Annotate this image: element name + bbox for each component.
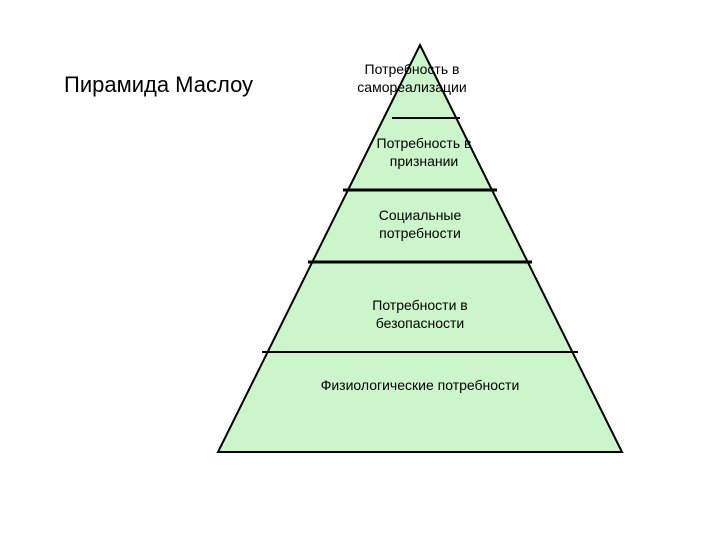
level-label-line: потребности — [379, 225, 461, 241]
level-social: Социальные потребности — [379, 206, 462, 242]
level-label-line: признании — [389, 153, 459, 169]
level-label-line: Социальные — [378, 207, 462, 223]
level-physiological: Физиологические потребности — [321, 376, 520, 394]
level-safety: Потребности в безопасности — [372, 296, 467, 332]
pyramid-body — [216, 42, 624, 453]
level-label-line: Потребности в — [372, 297, 468, 313]
level-esteem: Потребность в признании — [377, 134, 472, 170]
level-label-line: Потребность в — [364, 61, 460, 77]
level-label-line: Физиологические потребности — [320, 377, 520, 393]
level-self-actualization: Потребность в самореализации — [357, 60, 466, 96]
level-label-line: самореализации — [357, 79, 467, 95]
level-label-line: Потребность в — [376, 135, 472, 151]
level-label-line: безопасности — [375, 315, 465, 331]
diagram-title: Пирамида Маслоу — [64, 72, 254, 97]
